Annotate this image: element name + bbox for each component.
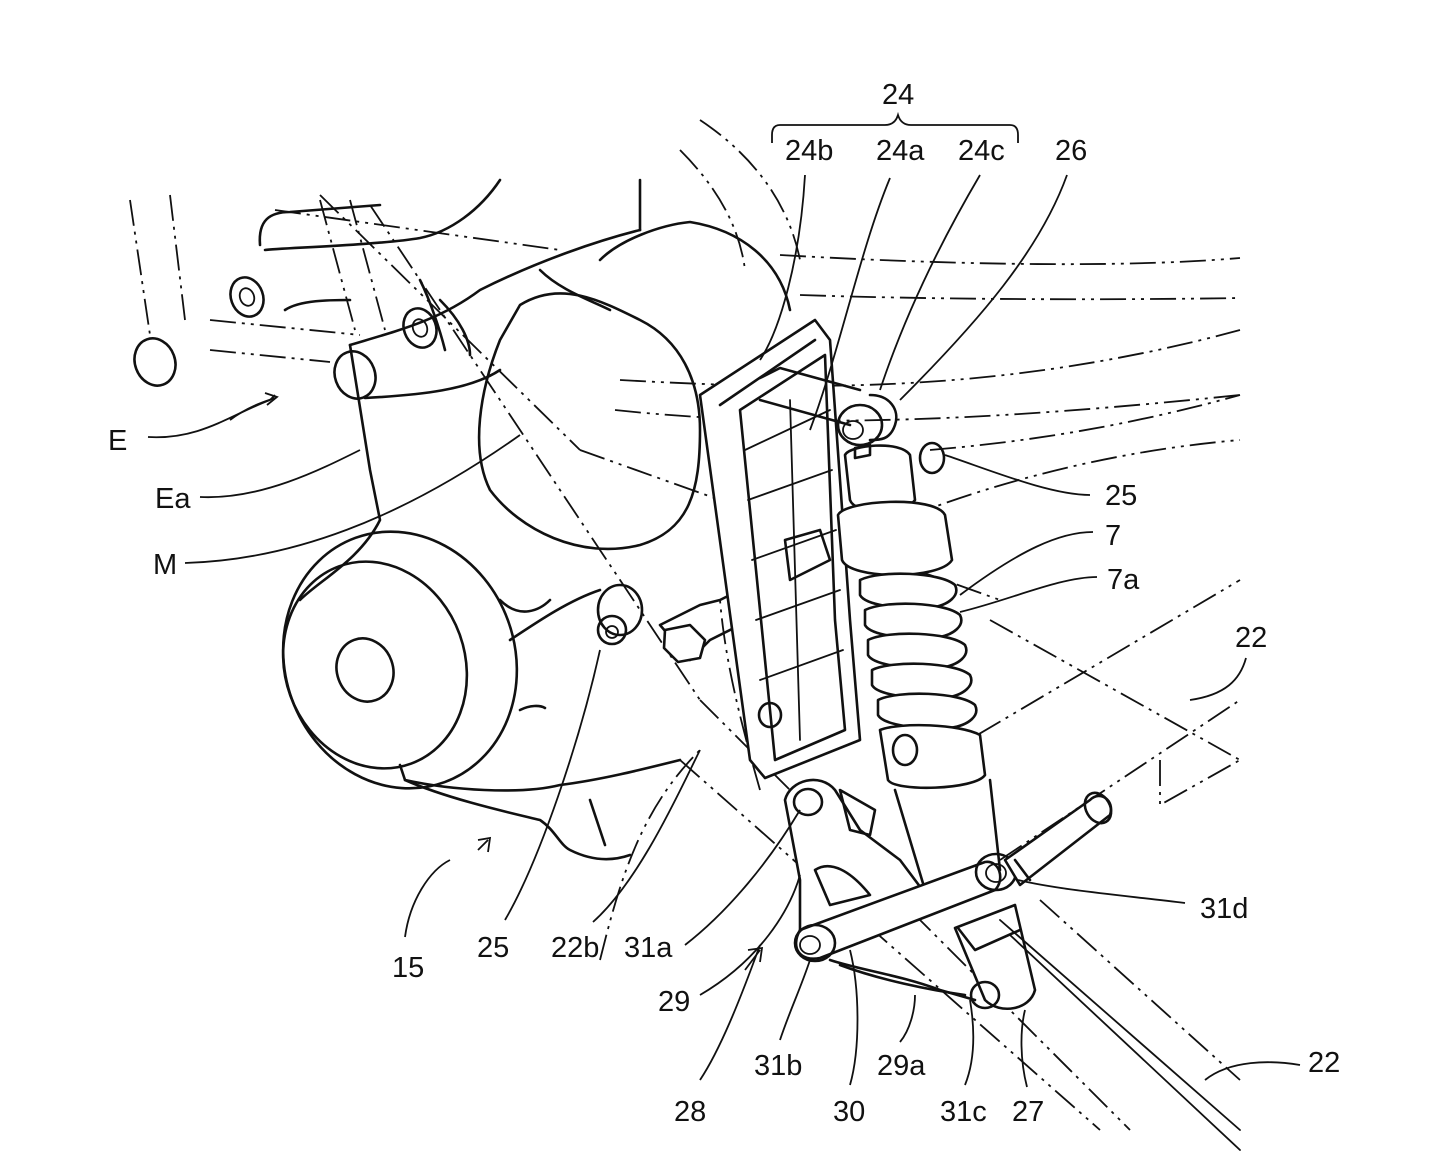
label-28: 28 [674,1096,706,1128]
label-7a: 7a [1107,564,1140,596]
leader-lines [147,111,1301,1088]
label-30: 30 [833,1096,865,1128]
label-31c: 31c [940,1096,987,1128]
label-Ea: Ea [155,483,191,515]
label-25-left: 25 [477,932,509,964]
main-frame-22 [999,919,1241,1151]
engine-body [258,178,792,602]
bracket-24 [698,318,898,780]
cushion-unit-7 [836,441,1002,892]
label-25-right: 25 [1105,480,1137,512]
link-mechanism-28 [783,778,1113,1010]
label-15: 15 [392,952,424,984]
label-31a: 31a [624,932,673,964]
label-24b: 24b [785,135,833,167]
label-E: E [108,425,127,457]
label-M: M [153,549,177,581]
label-24: 24 [882,79,914,111]
label-24c: 24c [958,135,1005,167]
phantom-frame-lines [129,119,1241,1131]
label-26: 26 [1055,135,1087,167]
label-27: 27 [1012,1096,1044,1128]
label-7: 7 [1105,520,1121,552]
engine-mount-bosses [133,276,502,400]
label-22-upper: 22 [1235,622,1267,654]
label-31b: 31b [754,1050,802,1082]
label-31d: 31d [1200,893,1248,925]
label-22b: 22b [551,932,599,964]
reference-arrows [229,392,764,971]
label-22-lower: 22 [1308,1047,1340,1079]
label-24a: 24a [876,135,925,167]
label-29: 29 [658,986,690,1018]
label-29a: 29a [877,1050,926,1082]
reference-labels: 24 24b 24a 24c 26 25 7 7a 22 31d 22 E Ea… [108,79,1340,1128]
crankcase [281,530,682,861]
